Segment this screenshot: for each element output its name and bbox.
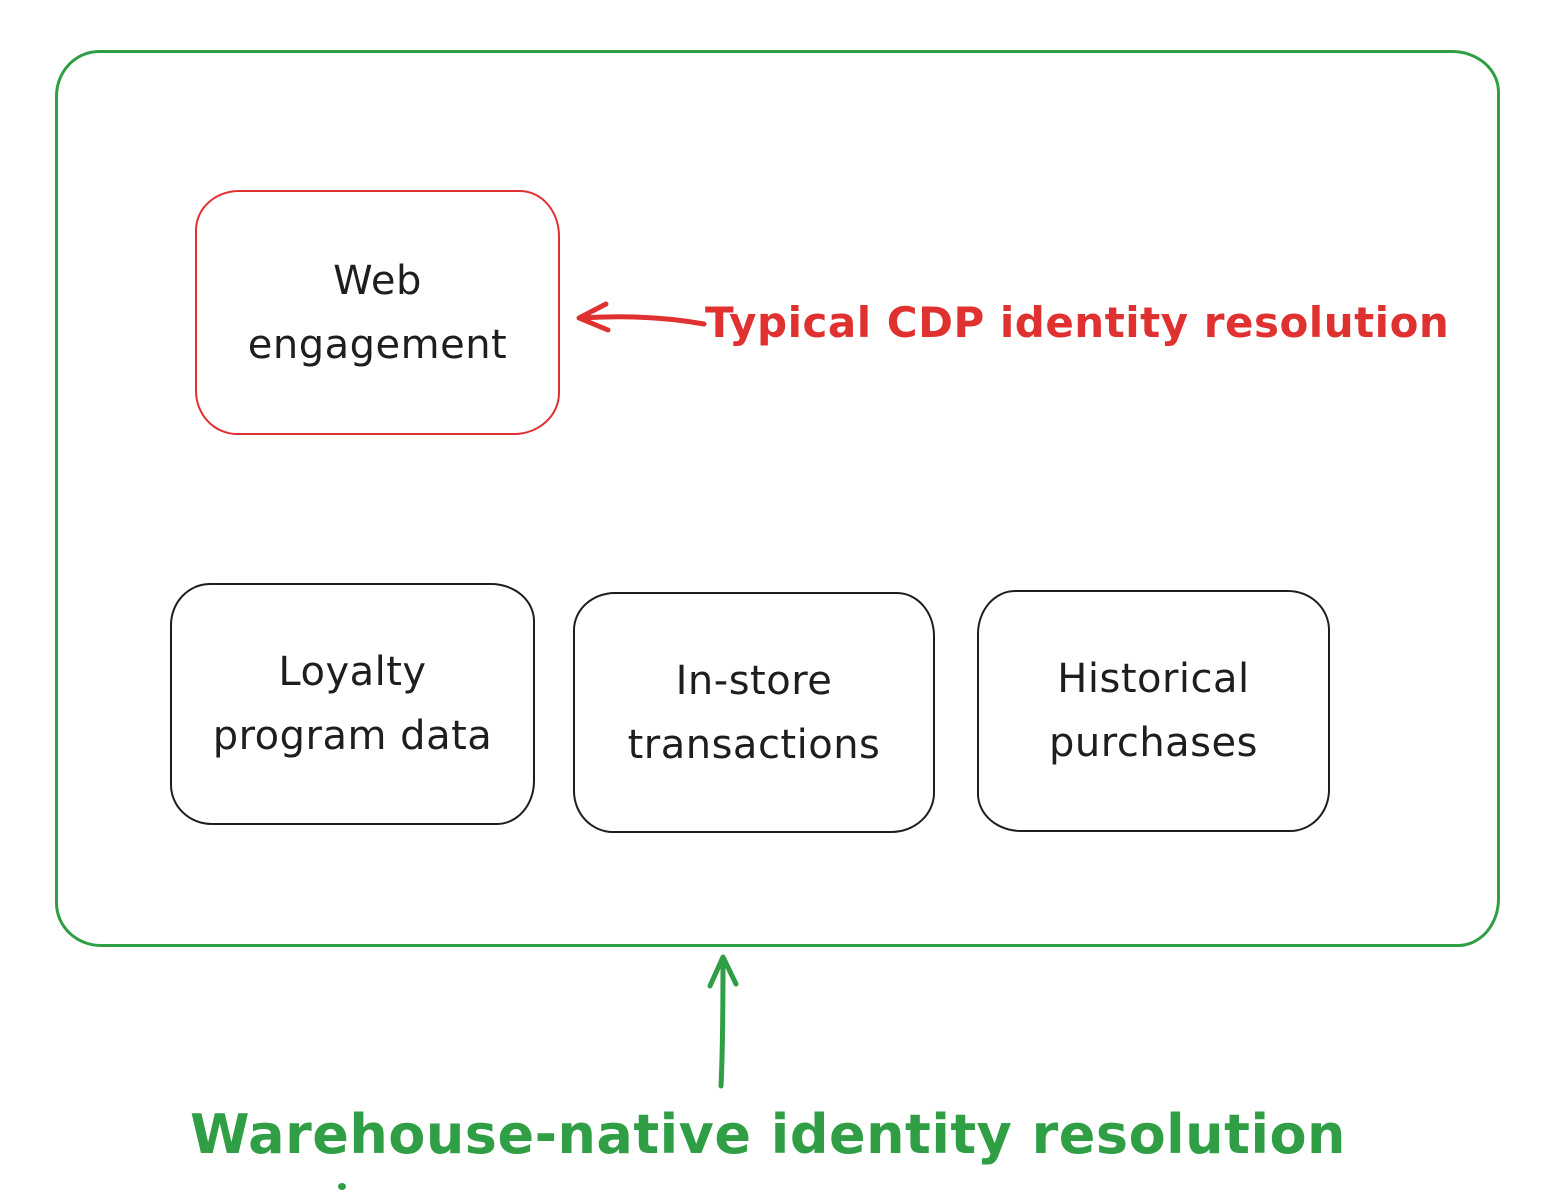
loyalty-program-data-label: Loyalty program data	[213, 640, 493, 768]
historical-label-line2: purchases	[1049, 720, 1258, 766]
loyalty-label-line1: Loyalty	[278, 649, 427, 695]
historical-purchases-label: Historical purchases	[1049, 647, 1258, 775]
web-engagement-box: Web engagement	[195, 190, 560, 435]
web-engagement-label-line2: engagement	[247, 321, 508, 368]
in-store-transactions-box: In-store transactions	[573, 592, 935, 833]
stray-ink-dot	[338, 1183, 346, 1190]
up-arrow-icon	[698, 950, 748, 1090]
instore-label-line2: transactions	[627, 721, 881, 768]
in-store-transactions-label: In-store transactions	[628, 649, 881, 777]
loyalty-label-line2: program data	[212, 713, 493, 759]
web-engagement-label-line1: Web	[333, 257, 422, 304]
warehouse-container-box	[55, 50, 1500, 947]
left-arrow-icon	[570, 293, 710, 343]
instore-label-line1: In-store	[675, 657, 833, 704]
loyalty-program-data-box: Loyalty program data	[170, 583, 535, 825]
cdp-annotation-label: Typical CDP identity resolution	[705, 297, 1450, 347]
web-engagement-label: Web engagement	[248, 249, 507, 377]
historical-purchases-box: Historical purchases	[977, 590, 1330, 832]
historical-label-line1: Historical	[1057, 656, 1250, 702]
warehouse-annotation-label: Warehouse-native identity resolution	[189, 1102, 1346, 1166]
